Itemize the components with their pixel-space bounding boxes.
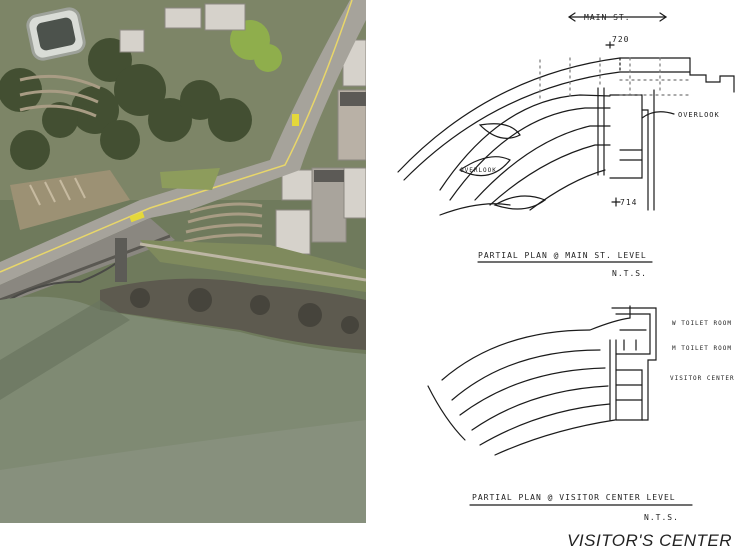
visitor-center-label: VISITOR CENTER <box>670 375 735 382</box>
toilet-w-label: W TOILET ROOM <box>672 320 732 327</box>
plan1-title: PARTIAL PLAN @ MAIN ST. LEVEL <box>478 251 647 260</box>
elevation-top: 720 <box>612 35 629 44</box>
aerial-photo <box>0 0 366 523</box>
plan1-scale: N.T.S. <box>612 269 647 278</box>
caption: VISITOR'S CENTER <box>567 531 732 550</box>
plan-drawings: MAIN ST. 720 714 OVERLOOK OVERLOOK W TOI… <box>380 0 750 530</box>
plan2-scale: N.T.S. <box>644 513 679 522</box>
toilet-m-label: M TOILET ROOM <box>672 345 732 352</box>
street-label: MAIN ST. <box>584 13 631 22</box>
plan2-title: PARTIAL PLAN @ VISITOR CENTER LEVEL <box>472 493 676 502</box>
elevation-bottom: 714 <box>620 198 637 207</box>
overlook-small-label: OVERLOOK <box>460 167 497 174</box>
overlook-label: OVERLOOK <box>678 111 720 119</box>
